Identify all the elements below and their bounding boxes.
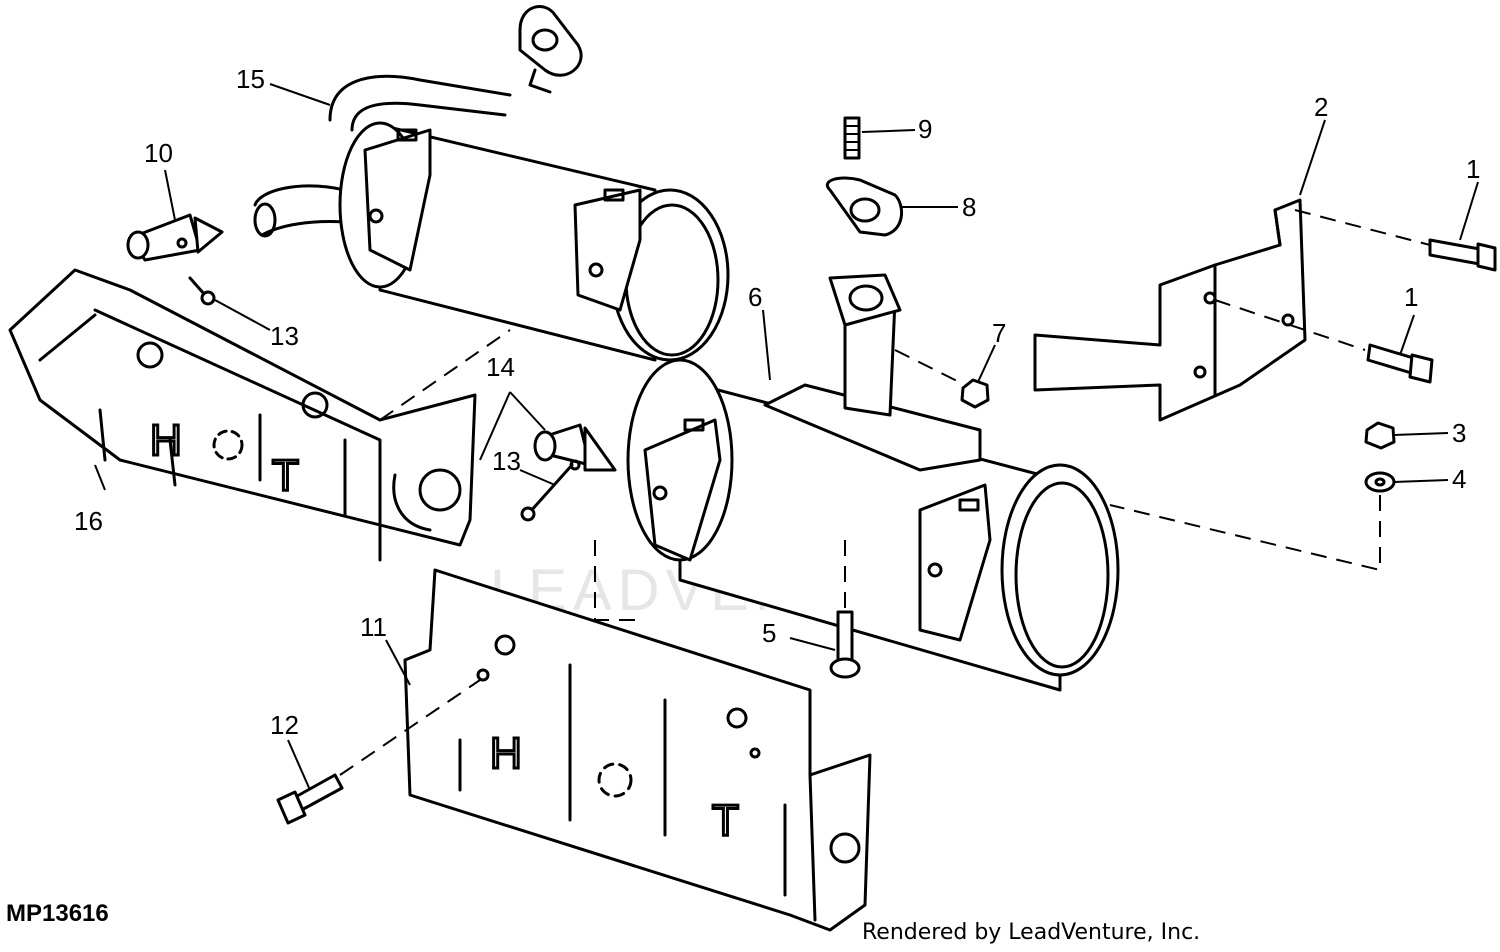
bolt-1-upper <box>1428 238 1497 272</box>
callout-14: 14 <box>486 352 515 382</box>
callout-3: 3 <box>1452 418 1466 448</box>
stencil-letter-h-lower: H <box>490 729 522 778</box>
callout-10: 10 <box>144 138 173 168</box>
render-credit: Rendered by LeadVenture, Inc. <box>862 920 1201 945</box>
stud-9 <box>843 116 861 160</box>
upper-flange <box>518 5 583 94</box>
stencil-letter-t-lower: T <box>712 796 739 845</box>
callout-2: 2 <box>1314 92 1328 122</box>
washer-4 <box>1364 471 1396 493</box>
callout-8: 8 <box>962 192 976 222</box>
callout-6: 6 <box>748 282 762 312</box>
heat-shield-11: H T <box>403 568 872 932</box>
callout-16: 16 <box>74 506 103 536</box>
callout-13-left: 13 <box>270 321 299 351</box>
sensor-14 <box>533 423 617 472</box>
callout-9: 9 <box>918 114 932 144</box>
main-muffler-6 <box>626 273 1120 692</box>
bracket-2 <box>1033 198 1307 422</box>
bolt-5 <box>829 610 861 679</box>
bolt-1-lower <box>1366 343 1434 384</box>
callout-1-lower: 1 <box>1404 282 1418 312</box>
screw-13-left <box>188 276 216 306</box>
screw-13-right <box>520 463 574 522</box>
callout-13-right: 13 <box>492 446 521 476</box>
callout-7: 7 <box>992 318 1006 348</box>
stencil-letter-h: H <box>150 416 182 465</box>
callout-15: 15 <box>236 64 265 94</box>
gasket-8 <box>826 176 904 237</box>
callout-5: 5 <box>762 618 776 648</box>
callout-11: 11 <box>360 612 387 642</box>
nut-7 <box>960 378 990 409</box>
nut-3 <box>1364 421 1396 450</box>
leader-lines <box>94 83 1479 791</box>
heat-shield-16: H T <box>8 268 477 562</box>
callout-12: 12 <box>270 710 299 740</box>
callout-labels: 1 1 2 3 4 5 6 7 8 9 10 11 12 13 13 14 15… <box>74 64 1480 740</box>
bolt-12 <box>276 773 344 825</box>
alignment-lines <box>339 209 1431 776</box>
upper-muffler <box>253 74 730 362</box>
stencil-letter-t: T <box>272 451 299 500</box>
sensor-10 <box>126 213 224 262</box>
figure-id: MP13616 <box>6 900 109 927</box>
callout-1-upper: 1 <box>1466 154 1480 184</box>
callout-4: 4 <box>1452 464 1466 494</box>
